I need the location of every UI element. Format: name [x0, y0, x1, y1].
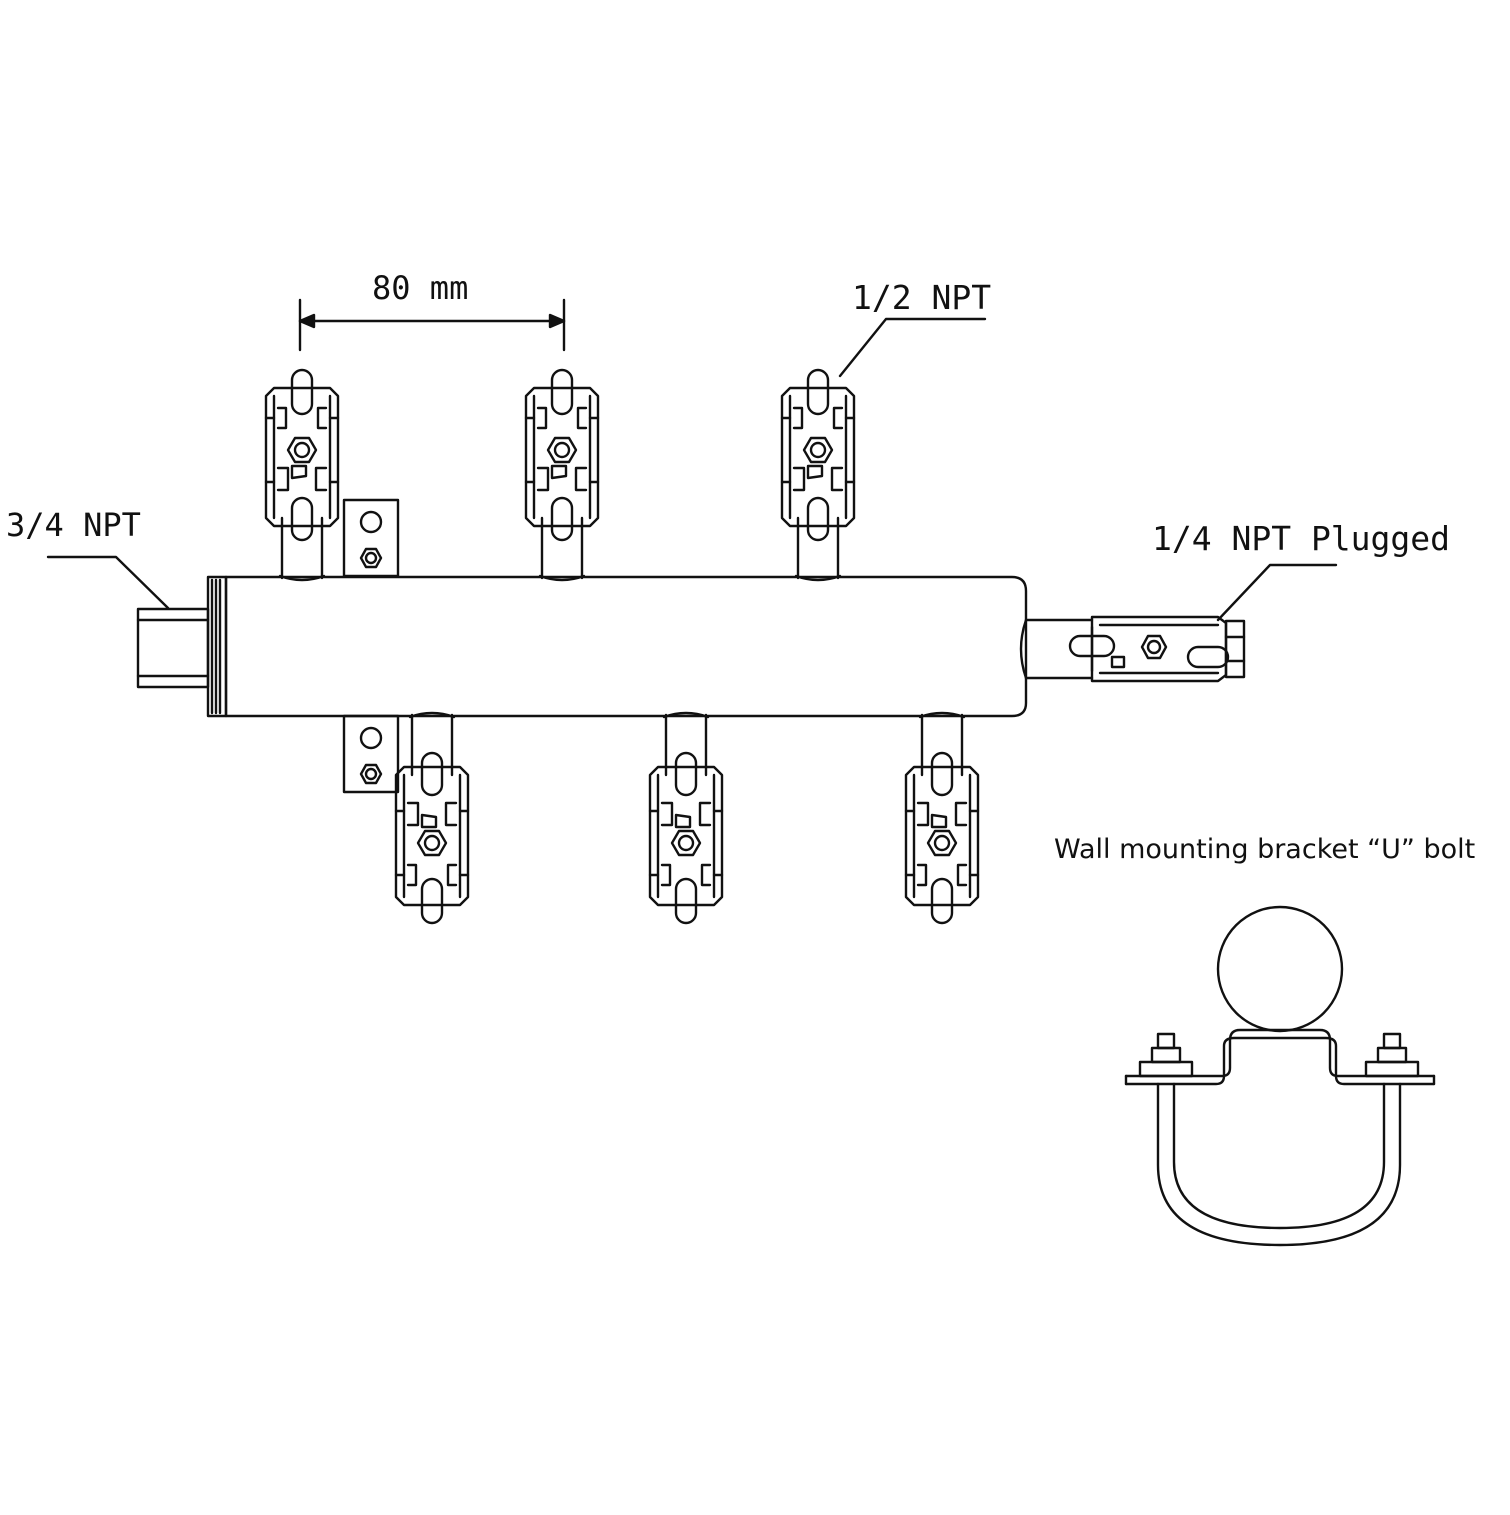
end-valve — [1068, 615, 1246, 683]
dimension-80mm — [298, 298, 566, 352]
outlet-valve — [394, 711, 470, 925]
u-bolt-detail — [1124, 905, 1436, 1247]
bottom-valves — [394, 711, 980, 925]
mount-brackets — [342, 498, 400, 794]
top-valves — [264, 368, 856, 582]
outlet-port-label: 1/2 NPT — [852, 278, 992, 317]
outlet-valve — [780, 368, 856, 582]
plugged-port-label: 1/4 NPT Plugged — [1152, 519, 1451, 558]
outlet-valve — [524, 368, 600, 582]
dimension-label: 80 mm — [372, 269, 469, 307]
outlet-valve — [264, 368, 340, 582]
bracket-caption: Wall mounting bracket “U” bolt — [1054, 834, 1476, 865]
inlet-port-label: 3/4 NPT — [6, 506, 141, 544]
pipe-section — [1216, 905, 1344, 1033]
manifold-body — [136, 575, 1094, 718]
outlet-valve — [648, 711, 724, 925]
mount-bracket-top — [342, 498, 400, 578]
leader-lines — [46, 317, 1338, 622]
mount-bracket-bottom — [342, 714, 400, 794]
outlet-valve — [904, 711, 980, 925]
